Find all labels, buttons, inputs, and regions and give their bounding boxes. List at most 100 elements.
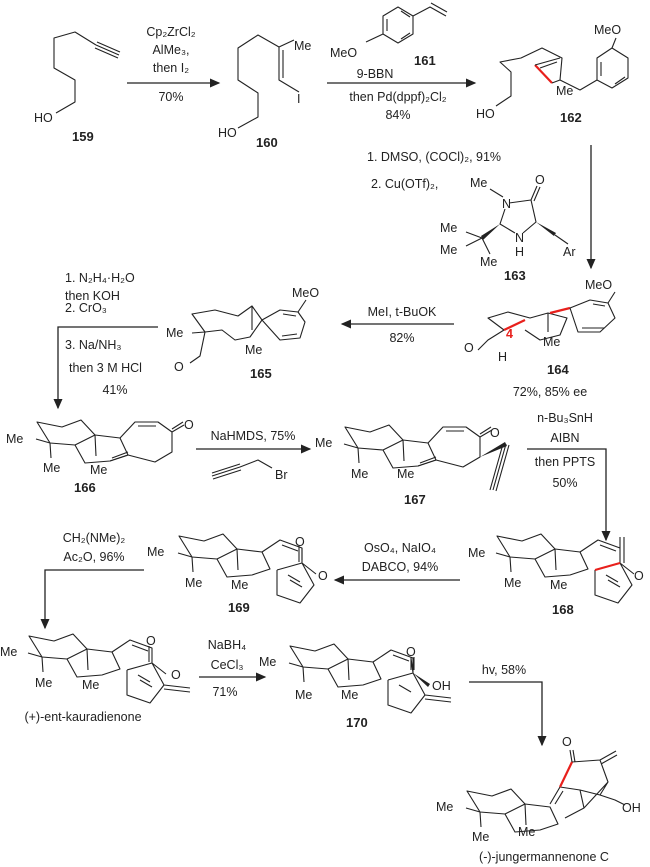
compound-name: (-)-jungermannenone C xyxy=(479,850,609,864)
compound-number: 165 xyxy=(250,366,272,381)
compound-170: Me Me Me O OH 170 xyxy=(259,643,452,730)
methyl-label: Me xyxy=(259,655,276,669)
compound-number: 161 xyxy=(414,53,436,68)
compound-number: 164 xyxy=(547,362,569,377)
oxygen-label: O xyxy=(464,341,474,355)
compound-168: Me Me Me O 168 xyxy=(468,533,644,617)
methyl-label: Me xyxy=(294,39,311,53)
reagent-line: 2. Cu(OTf)₂, xyxy=(371,177,438,191)
reagent-below: then Pd(dppf)₂Cl₂ xyxy=(349,90,446,104)
reagent-line: n-Bu₃SnH xyxy=(537,411,593,425)
methyl-label: Me xyxy=(472,830,489,844)
compound-161: MeO 161 xyxy=(330,2,448,68)
compound-ent-kauradienone: Me Me Me O O (+)-ent-kauradienone xyxy=(0,633,191,724)
methyl-label: Me xyxy=(245,343,262,357)
reagent-line: CeCl₃ xyxy=(211,658,244,672)
aryl-label: Ar xyxy=(563,245,576,259)
reagent-line: 1. N₂H₄·H₂O xyxy=(65,271,135,285)
reagent-line: Ac₂O, 96% xyxy=(63,550,124,564)
methyl-label: Me xyxy=(543,335,560,349)
reagent-line: then KOH xyxy=(65,289,120,303)
yield: 50% xyxy=(552,476,577,490)
hydrogen-label: H xyxy=(515,245,524,259)
methyl-label: Me xyxy=(351,467,368,481)
reagent-line: 1. DMSO, (COCl)₂, 91% xyxy=(367,150,501,164)
compound-number: 159 xyxy=(72,129,94,144)
methyl-label: Me xyxy=(315,436,332,450)
step-1: Cp₂ZrCl₂ AlMe₃, then I₂ 70% xyxy=(127,25,221,104)
compound-163-catalyst: Me N O Me Me Me N H Ar 163 xyxy=(440,173,576,283)
reagent-line: 2. CrO₃ xyxy=(65,301,107,315)
compound-166: Me Me Me O 166 xyxy=(6,418,194,495)
yield: 71% xyxy=(212,685,237,699)
oxygen-label: O xyxy=(562,735,572,749)
compound-number: 160 xyxy=(256,135,278,150)
compound-169: Me Me Me O O 169 xyxy=(147,533,328,615)
compound-number: 170 xyxy=(346,715,368,730)
yield: 72%, 85% ee xyxy=(513,385,587,399)
compound-159: HO 159 xyxy=(34,31,121,144)
compound-number: 167 xyxy=(404,492,426,507)
compound-number: 168 xyxy=(552,602,574,617)
step-3: 1. DMSO, (COCl)₂, 91% 2. Cu(OTf)₂, xyxy=(367,145,596,270)
compound-number: 162 xyxy=(560,110,582,125)
step-11: hv, 58% xyxy=(469,663,547,747)
methoxy-label: MeO xyxy=(594,23,621,37)
oxygen-label: O xyxy=(146,634,156,648)
bromine-label: Br xyxy=(275,468,288,482)
carbon-4-label: 4 xyxy=(506,327,513,341)
methyl-label: Me xyxy=(166,326,183,340)
hydroxyl-label: HO xyxy=(476,107,495,121)
methyl-label: Me xyxy=(341,688,358,702)
reagent-line: AlMe₃, xyxy=(152,43,189,57)
methyl-label: Me xyxy=(397,467,414,481)
methoxy-label: MeO xyxy=(585,278,612,292)
step-2: 9-BBN then Pd(dppf)₂Cl₂ 84% xyxy=(327,67,477,122)
reagent-line: then I₂ xyxy=(153,61,189,75)
reagent: NaHMDS, 75% xyxy=(211,429,296,443)
methyl-label: Me xyxy=(43,461,60,475)
reagent: hv, 58% xyxy=(482,663,526,677)
methyl-label: Me xyxy=(147,545,164,559)
oxygen-label: O xyxy=(174,360,184,374)
oxygen-label: O xyxy=(535,173,545,187)
compound-number: 163 xyxy=(504,268,526,283)
methyl-label: Me xyxy=(185,576,202,590)
methyl-label: Me xyxy=(440,221,457,235)
step-4: MeI, t-BuOK 82% xyxy=(340,305,454,345)
reagent: MeI, t-BuOK xyxy=(368,305,437,319)
yield: 41% xyxy=(102,383,127,397)
methyl-label: Me xyxy=(504,576,521,590)
methyl-label: Me xyxy=(35,676,52,690)
oxygen-label: O xyxy=(318,569,328,583)
compound-165: MeO Me Me O 165 xyxy=(166,286,319,381)
methyl-label: Me xyxy=(550,578,567,592)
compound-160: Me I HO 160 xyxy=(218,34,311,150)
yield: 82% xyxy=(389,331,414,345)
compound-167: Me Me Me O 167 xyxy=(315,424,510,507)
methoxy-label: MeO xyxy=(330,46,357,60)
reaction-arrow xyxy=(40,569,144,630)
step-10: NaBH₄ CeCl₃ 71% xyxy=(199,638,267,699)
hydrogen-label: H xyxy=(498,350,507,364)
methyl-label: Me xyxy=(0,645,17,659)
methyl-label: Me xyxy=(82,678,99,692)
methyl-label: Me xyxy=(436,800,453,814)
yield: 70% xyxy=(158,90,183,104)
hydroxyl-label: OH xyxy=(622,801,641,815)
reagent-line: Cp₂ZrCl₂ xyxy=(146,25,195,39)
iodine-label: I xyxy=(297,92,300,106)
methyl-label: Me xyxy=(480,255,497,269)
reagent-line: then PPTS xyxy=(535,455,595,469)
compound-162: MeO Me HO 162 xyxy=(476,23,629,125)
methyl-label: Me xyxy=(556,84,573,98)
methyl-label: Me xyxy=(470,176,487,190)
methyl-label: Me xyxy=(231,578,248,592)
hydroxyl-label: OH xyxy=(432,679,451,693)
yield: 84% xyxy=(385,108,410,122)
oxygen-label: O xyxy=(171,668,181,682)
nitrogen-label: N xyxy=(515,231,524,245)
methyl-label: Me xyxy=(90,463,107,477)
compound-jungermannenone-c: O Me Me Me OH (-)-jungermannenone C xyxy=(436,735,641,864)
reagent-line: CH₂(NMe)₂ xyxy=(63,531,126,545)
